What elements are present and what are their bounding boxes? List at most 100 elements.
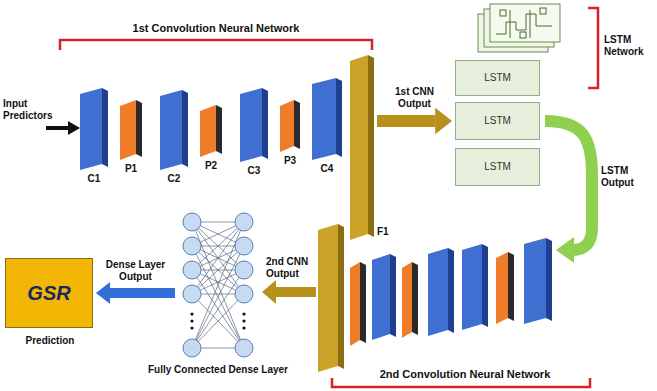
lstm-label: LSTM	[484, 115, 511, 127]
annotation-label: LSTM Output	[601, 165, 655, 189]
ellipsis-dot	[242, 319, 245, 322]
layer-slab: F1	[350, 55, 374, 240]
layer-slab: P2	[200, 105, 222, 157]
label-wrap: P2	[190, 160, 232, 172]
edge-label: 1st CNN Output	[390, 86, 440, 110]
layer-label: P1	[110, 163, 152, 175]
layer-caption: Fully Connected Dense Layer	[148, 364, 288, 376]
cnn-layers	[318, 224, 552, 372]
lstm-label: LSTM	[484, 72, 511, 84]
label-wrap: P1	[110, 163, 152, 175]
label-wrap: C2	[150, 173, 198, 185]
label-wrap: Fully Connected Dense Layer	[148, 364, 288, 376]
label-wrap: Prediction	[0, 335, 104, 347]
layer-slab: C4	[312, 78, 342, 160]
ellipsis-dot	[190, 326, 193, 329]
slab-side	[182, 90, 188, 167]
lstm-illustration	[478, 4, 560, 52]
layer-slab: C1	[80, 88, 108, 170]
slab-shape	[200, 105, 222, 157]
slab-side	[216, 105, 222, 154]
neuron-link	[192, 270, 244, 348]
arrow-head	[435, 108, 452, 134]
neuron	[235, 339, 253, 357]
ellipsis-dot	[190, 312, 193, 315]
label-wrap: 2nd Convolution Neural Network	[345, 368, 585, 380]
lstm-output-arrow	[545, 121, 592, 263]
slab-shape	[120, 100, 142, 160]
connector	[110, 293, 175, 294]
edge-label-wrap: Dense Layer Output	[105, 259, 167, 283]
slab-shape	[312, 78, 342, 160]
layer-slab: P1	[120, 100, 142, 160]
bracket	[60, 40, 372, 50]
neuron-link	[192, 222, 244, 294]
diagram-title: 1st Convolution Neural Network	[60, 22, 372, 34]
slab-side	[136, 100, 142, 157]
dense-layer: Fully Connected Dense Layer	[178, 210, 258, 360]
neuron-link	[192, 270, 244, 348]
edge-label: Dense Layer Output	[105, 259, 167, 283]
slab-face	[350, 55, 368, 240]
slab-shape	[280, 100, 300, 152]
layer-label: P2	[190, 160, 232, 172]
slab-face	[200, 105, 216, 157]
output-label: GSR	[27, 281, 70, 305]
connector-line	[110, 288, 175, 298]
slab-face	[80, 88, 102, 170]
layer-slab: P3	[280, 100, 300, 152]
slab-side	[336, 78, 342, 157]
label-wrap: C3	[230, 165, 278, 177]
slab-face	[240, 88, 262, 162]
slab-shape	[80, 88, 108, 170]
label-wrap: 2nd CNN Output	[266, 256, 316, 280]
neuron-link	[192, 222, 244, 294]
input-arrow	[46, 121, 80, 135]
label-wrap: Input Predictors	[3, 98, 47, 122]
layer-label: C2	[150, 173, 198, 185]
neuron-link	[192, 294, 244, 348]
output-box: GSRPrediction	[5, 258, 93, 328]
neuron	[183, 339, 201, 357]
label-wrap: F1	[377, 226, 389, 238]
slab-shape	[350, 55, 374, 240]
neuron-link	[192, 294, 244, 348]
neuron	[235, 237, 253, 255]
label-wrap: C4	[302, 163, 352, 175]
label-wrap: C1	[70, 173, 118, 185]
slab-side	[294, 100, 300, 149]
slab-side	[368, 55, 374, 237]
annotation-label: LSTM Network	[604, 34, 656, 58]
lstm-box: LSTM	[455, 60, 540, 96]
lstm-label: LSTM	[484, 161, 511, 173]
label-wrap: P3	[270, 155, 310, 167]
slab-face	[280, 100, 294, 152]
connector-line	[377, 115, 435, 127]
ellipsis-dot	[242, 312, 245, 315]
slab-shape	[240, 88, 268, 162]
ellipsis-dot	[190, 319, 193, 322]
edge-label-wrap: 1st CNN Output	[390, 86, 440, 110]
arrow-head	[96, 282, 110, 304]
annotation-label: 2nd Convolution Neural Network	[345, 368, 585, 380]
ellipsis-dot	[242, 326, 245, 329]
label-wrap: LSTM Network	[604, 34, 656, 58]
layer-slab: C2	[160, 90, 188, 170]
layer-slab: C3	[240, 88, 268, 162]
layer-label: C1	[70, 173, 118, 185]
annotation-label: 2nd CNN Output	[266, 256, 316, 280]
slab-shape	[160, 90, 188, 170]
neuron	[235, 261, 253, 279]
neuron	[183, 261, 201, 279]
annotation-label: Input Predictors	[3, 98, 47, 122]
neuron	[183, 237, 201, 255]
neuron	[183, 213, 201, 231]
bracket	[588, 8, 598, 88]
title-wrap: 1st Convolution Neural Network	[60, 22, 372, 34]
lstm-box: LSTM	[455, 102, 540, 140]
layer-label: F1	[377, 226, 389, 238]
slab-face	[160, 90, 182, 170]
